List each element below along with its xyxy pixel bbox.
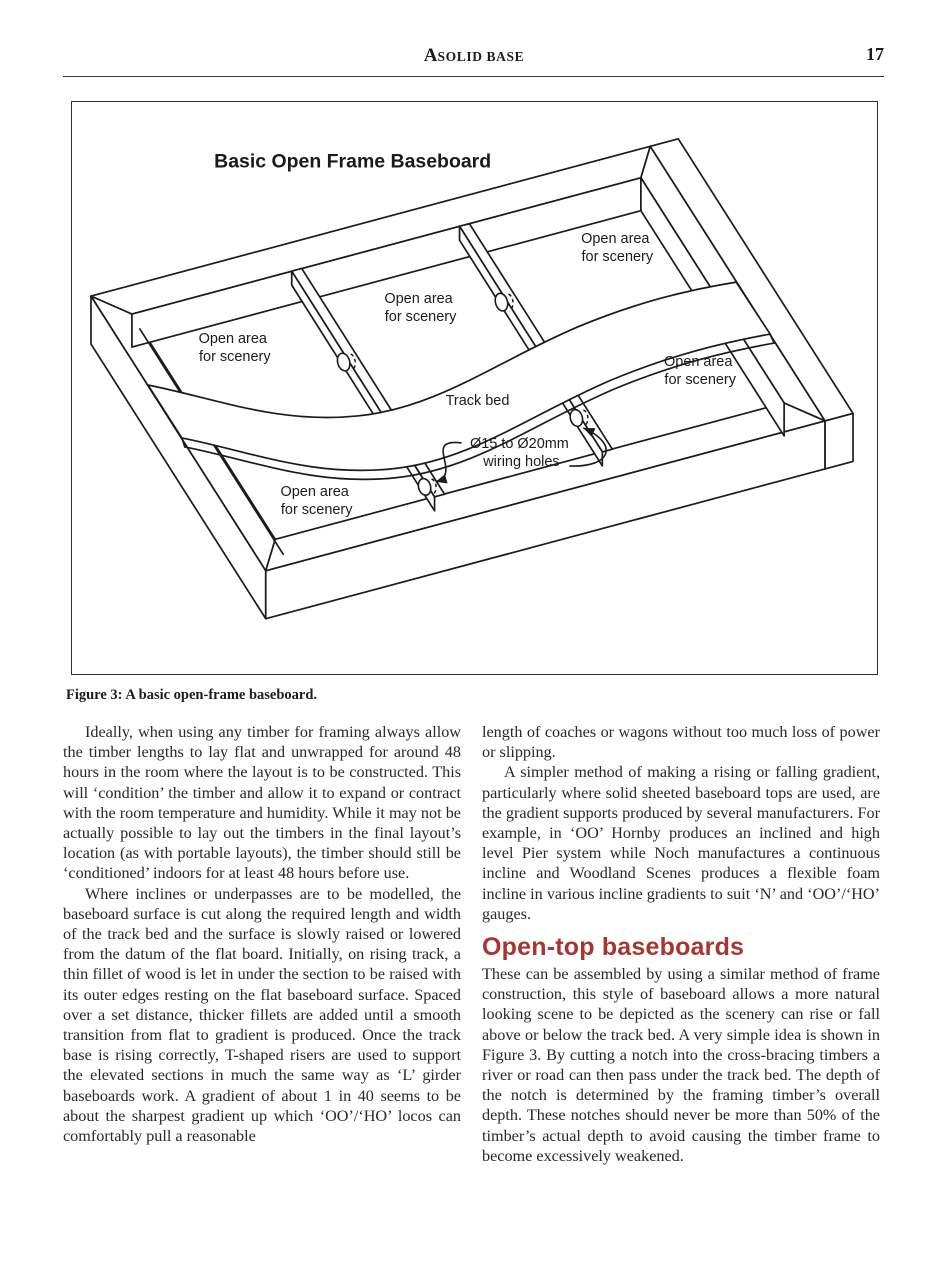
paragraph-gradient-supports: A simpler method of making a rising or f… [482, 763, 880, 923]
page-number: 17 [866, 44, 884, 64]
right-end-wall [824, 412, 854, 470]
wiring-hole-3 [494, 292, 514, 312]
wiring-holes-label: Ø15 to Ø20mm wiring holes [470, 436, 573, 470]
figure-caption: Figure 3: A basic open-frame baseboard. [66, 687, 318, 703]
section-heading-open-top-baseboards: Open-top baseboards [482, 933, 745, 962]
paragraph-conditioning-timber: Ideally, when using any timber for frami… [63, 723, 461, 883]
wiring-leader-right [569, 427, 607, 467]
running-head-initial: A [423, 45, 438, 66]
wiring-leader-left [435, 441, 462, 484]
track-bed-label: Track bed [446, 393, 510, 409]
wiring-hole-1 [336, 352, 356, 372]
open-area-label-middle: Open area for scenery [384, 291, 457, 325]
right-column: length of coaches or wagons without too … [482, 722, 880, 1166]
open-area-label-bottom: Open area for scenery [280, 484, 353, 518]
track-bed-end-cap [769, 333, 775, 344]
figure-3-box: Basic Open Frame Baseboard Open area for… [71, 101, 878, 675]
open-area-label-right: Open area for scenery [664, 354, 737, 388]
running-head-text: SOLID BASE [437, 49, 525, 64]
open-frame-baseboard-drawing: Basic Open Frame Baseboard Open area for… [90, 137, 854, 620]
open-area-label-top-right: Open area for scenery [581, 231, 654, 265]
track-bed-left-end [181, 437, 186, 448]
figure-title: Basic Open Frame Baseboard [214, 150, 491, 172]
running-head: ASOLID BASE [0, 45, 948, 67]
open-area-label-left: Open area for scenery [199, 331, 272, 365]
header-rule [63, 76, 884, 77]
paragraph-inclines-underpasses: Where inclines or underpasses are to be … [63, 884, 461, 1146]
paragraph-inclines-continued: length of coaches or wagons without too … [482, 723, 880, 762]
track-bed-thickness-edge [184, 342, 775, 481]
wiring-hole-4 [569, 408, 589, 428]
left-column: Ideally, when using any timber for frami… [63, 722, 461, 1146]
paragraph-open-top-baseboards: These can be assembled by using a simila… [482, 965, 880, 1165]
wiring-hole-2 [417, 477, 437, 497]
